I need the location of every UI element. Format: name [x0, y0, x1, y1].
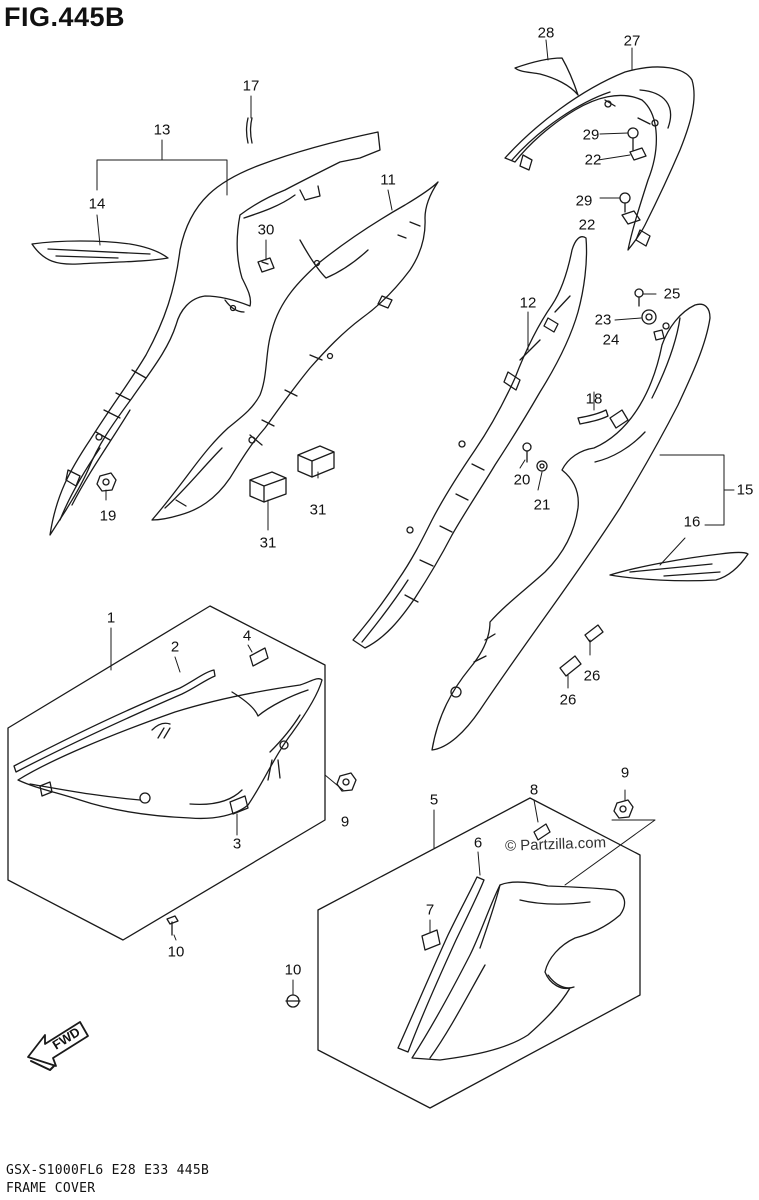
part-19-nut[interactable]	[96, 472, 117, 492]
part-9-nut-left[interactable]	[336, 772, 357, 792]
callout-10-right: 10	[284, 961, 302, 979]
part-10-rivet-left[interactable]	[166, 915, 179, 936]
callout-9-left: 9	[340, 813, 350, 831]
callout-23: 23	[594, 311, 612, 329]
part-10-rivet-right[interactable]	[285, 994, 301, 1008]
callout-12: 12	[519, 294, 537, 312]
figure-title: FIG.445B	[4, 2, 126, 32]
callout-29-lower: 29	[575, 192, 593, 210]
callout-26-left: 26	[559, 691, 577, 709]
callout-26-right: 26	[583, 667, 601, 685]
part-13-left-frame-cover[interactable]	[49, 131, 381, 536]
part-25-bolt[interactable]	[634, 288, 644, 307]
callout-17: 17	[242, 77, 260, 95]
callout-11: 11	[380, 171, 396, 189]
callout-2: 2	[170, 638, 180, 656]
part-29-bolt-a[interactable]	[627, 127, 639, 151]
figure-caption: FRAME COVER	[6, 1181, 96, 1196]
callout-9-right: 9	[620, 764, 630, 782]
callout-30: 30	[257, 221, 275, 239]
assembly-box-1	[7, 605, 326, 941]
part-16-decal[interactable]	[609, 551, 749, 582]
part-8-pad[interactable]	[533, 823, 551, 841]
callout-14: 14	[88, 195, 106, 213]
callout-8: 8	[529, 781, 539, 799]
callout-6: 6	[473, 834, 483, 852]
callout-5: 5	[429, 791, 439, 809]
watermark: © Partzilla.com	[504, 834, 607, 855]
part-26-pad-b[interactable]	[559, 655, 582, 677]
callout-19: 19	[99, 507, 117, 525]
callout-4: 4	[242, 627, 252, 645]
part-7-pad[interactable]	[421, 929, 441, 951]
callout-25: 25	[663, 285, 681, 303]
part-11-inner-panel[interactable]	[151, 181, 439, 521]
part-20-bolt[interactable]	[522, 442, 532, 463]
callout-24: 24	[602, 331, 620, 349]
part-22-nut-a[interactable]	[629, 147, 647, 161]
assembly-box-5	[317, 797, 641, 1109]
part-24-grommet[interactable]	[653, 329, 665, 341]
part-21-grommet[interactable]	[536, 460, 548, 472]
part-2-trim[interactable]	[13, 669, 216, 773]
part-12-right-inner-rail[interactable]	[352, 236, 588, 649]
part-23-collar[interactable]	[641, 309, 657, 325]
part-18-strip[interactable]	[577, 409, 609, 425]
part-5-lower-cover[interactable]	[411, 881, 626, 1061]
part-15-right-frame-cover[interactable]	[431, 303, 711, 751]
callout-29-upper: 29	[582, 126, 600, 144]
part-31-pad-a[interactable]	[249, 471, 287, 503]
callout-22-upper: 22	[584, 151, 602, 169]
callout-16: 16	[683, 513, 701, 531]
callout-13: 13	[153, 121, 171, 139]
callout-21: 21	[533, 496, 551, 514]
part-29-bolt-b[interactable]	[619, 192, 631, 213]
part-4-pad[interactable]	[249, 647, 269, 667]
leader-lines	[96, 39, 735, 996]
callout-22-lower: 22	[578, 216, 596, 234]
callout-31-left: 31	[259, 534, 277, 552]
callout-3: 3	[232, 835, 242, 853]
part-22-nut-b[interactable]	[621, 210, 641, 225]
part-9-nut-right[interactable]	[613, 799, 634, 819]
part-1-lower-cover[interactable]	[17, 678, 323, 820]
part-26-pad-a[interactable]	[584, 624, 604, 643]
callout-28: 28	[537, 24, 555, 42]
part-31-pad-b[interactable]	[297, 445, 335, 478]
callout-1: 1	[106, 609, 116, 627]
part-6-trim[interactable]	[397, 876, 485, 1053]
model-line: GSX-S1000FL6 E28 E33 445B	[6, 1163, 210, 1178]
callout-7: 7	[425, 901, 435, 919]
callout-18: 18	[585, 390, 603, 408]
part-17-strip[interactable]	[245, 117, 253, 144]
callout-27: 27	[623, 32, 641, 50]
part-28-garnish[interactable]	[514, 57, 579, 96]
fwd-arrow: FWD	[27, 1021, 89, 1071]
callout-15: 15	[736, 481, 754, 499]
part-27-tail-cover[interactable]	[504, 66, 695, 251]
callout-31-right: 31	[309, 501, 327, 519]
callout-20: 20	[513, 471, 531, 489]
part-3-pad[interactable]	[229, 795, 249, 815]
part-14-decal[interactable]	[31, 240, 169, 265]
callout-10-left: 10	[167, 943, 185, 961]
